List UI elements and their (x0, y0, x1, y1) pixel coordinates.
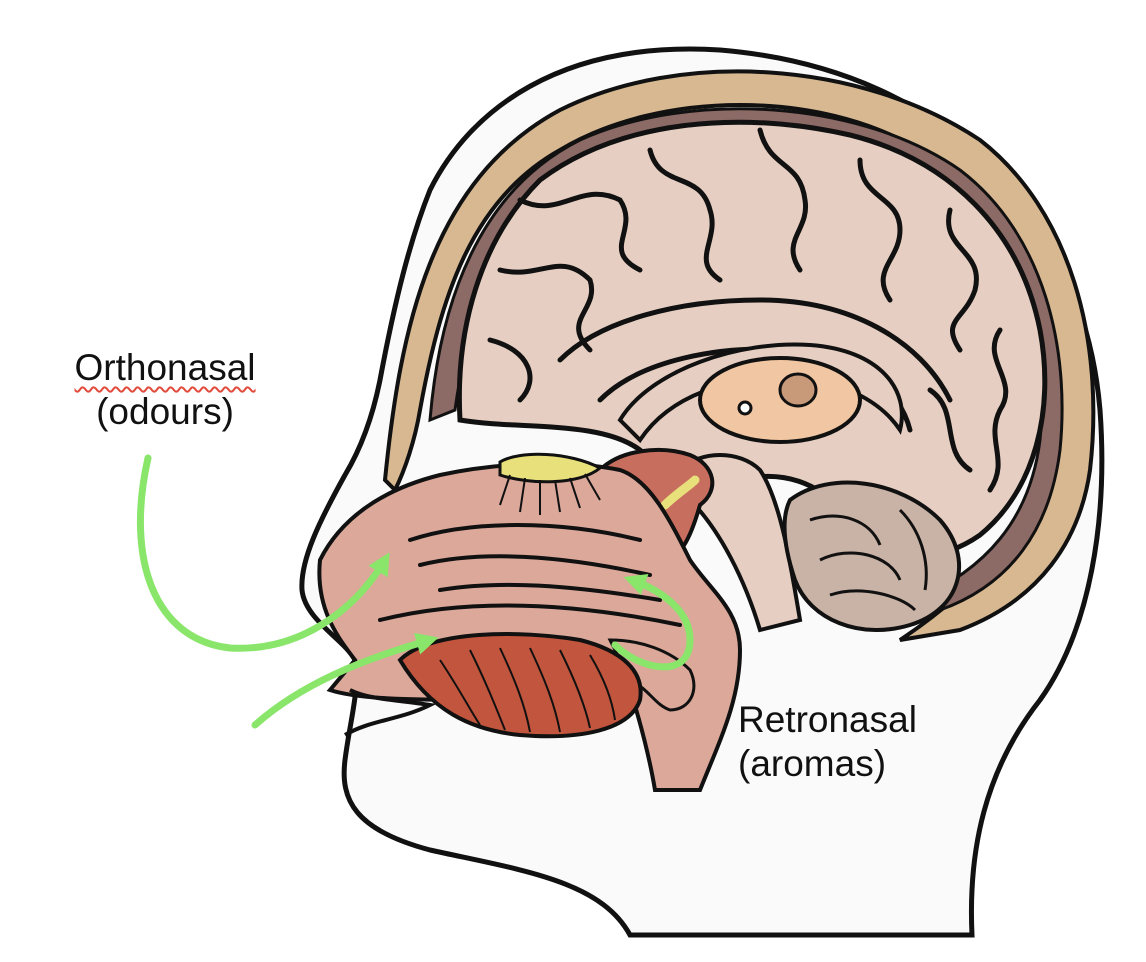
tongue-muscle-lines (439, 647, 616, 733)
retronasal-arrow-icon (611, 573, 694, 671)
mouth-airflow-arrow-icon (251, 632, 439, 729)
airflow-arrows (136, 454, 694, 729)
olfactory-bulb (498, 452, 603, 484)
orthonasal-subtitle: (odours) (96, 391, 234, 432)
small-nucleus (737, 400, 753, 416)
skull (382, 69, 1096, 642)
tongue (397, 632, 643, 739)
lips (343, 688, 437, 737)
retronasal-label: Retronasal (aromas) (738, 698, 978, 786)
thalamus (698, 356, 862, 444)
pituitary-highlight (660, 475, 700, 510)
olfactory-nerve-fibers (499, 473, 601, 515)
intermediate-mass (778, 372, 818, 408)
orthonasal-label: Orthonasal (odours) (40, 346, 290, 434)
retronasal-subtitle: (aromas) (738, 743, 887, 784)
orthonasal-arrow-icon (136, 454, 390, 652)
retronasal-title: Retronasal (738, 699, 917, 740)
orthonasal-title: Orthonasal (74, 347, 256, 388)
cerebellum-folia (809, 508, 928, 612)
